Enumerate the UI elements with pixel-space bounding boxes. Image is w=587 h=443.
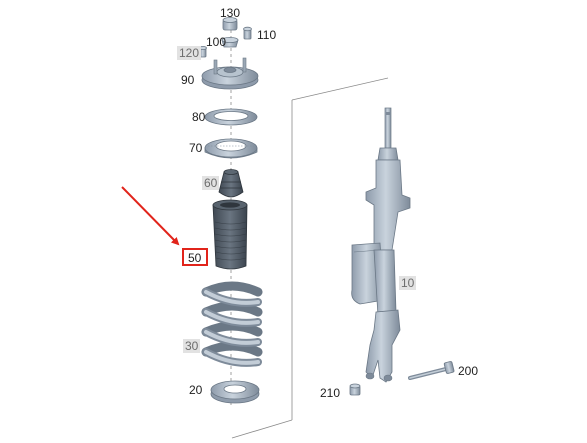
callout-60[interactable]: 60 — [202, 176, 220, 190]
part-70-spring-seat — [204, 138, 258, 159]
callout-100[interactable]: 100 — [206, 35, 227, 49]
part-110-bolt — [243, 26, 252, 40]
part-100-cup — [221, 37, 239, 48]
part-30-coil-spring — [201, 281, 263, 367]
callout-90[interactable]: 90 — [181, 73, 195, 87]
part-80-ring — [204, 108, 258, 126]
callout-130[interactable]: 130 — [220, 6, 241, 20]
callout-120[interactable]: 120 — [177, 46, 202, 60]
guide-lines — [230, 30, 389, 439]
part-90-strut-mount — [201, 57, 259, 90]
callout-210[interactable]: 210 — [320, 386, 341, 400]
part-50-dust-boot — [212, 199, 248, 270]
callout-110[interactable]: 110 — [257, 28, 277, 42]
callout-30[interactable]: 30 — [183, 339, 201, 353]
part-20-lower-seat — [210, 380, 260, 404]
highlight-box — [182, 248, 208, 266]
part-60-bump-stop — [218, 169, 244, 198]
part-130-nut — [222, 17, 238, 31]
part-200-bolt — [408, 361, 455, 380]
callout-20[interactable]: 20 — [189, 383, 203, 397]
callout-70[interactable]: 70 — [189, 141, 203, 155]
callout-50[interactable]: 50 — [188, 251, 202, 265]
callout-80[interactable]: 80 — [192, 110, 206, 124]
callout-10[interactable]: 10 — [399, 276, 417, 290]
callout-200[interactable]: 200 — [458, 364, 479, 378]
part-10-shock-absorber — [351, 107, 411, 383]
part-210-nut — [349, 383, 361, 396]
highlight-arrow — [121, 186, 180, 246]
